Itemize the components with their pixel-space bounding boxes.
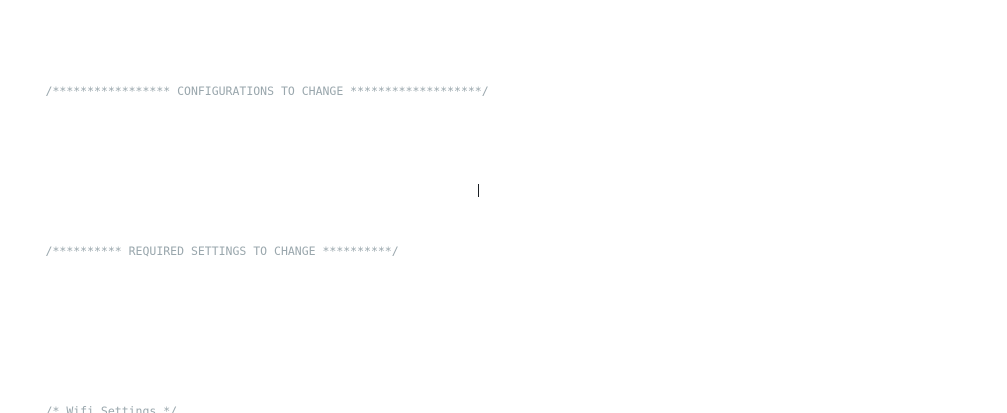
- banner-comment: /********** REQUIRED SETTINGS TO CHANGE …: [45, 244, 399, 258]
- code-line[interactable]: /***************** CONFIGURATIONS TO CHA…: [0, 67, 1007, 98]
- code-text-area[interactable]: /***************** CONFIGURATIONS TO CHA…: [0, 3, 1007, 413]
- code-line-blank[interactable]: [0, 307, 1007, 323]
- section-comment-wifi: /* Wifi Settings */: [45, 404, 178, 413]
- banner-comment: /***************** CONFIGURATIONS TO CHA…: [45, 84, 489, 98]
- code-line[interactable]: /* Wifi Settings */: [0, 387, 1007, 413]
- code-line[interactable]: /********** REQUIRED SETTINGS TO CHANGE …: [0, 227, 1007, 258]
- code-line-blank[interactable]: [0, 147, 1007, 163]
- text-caret: [478, 184, 479, 197]
